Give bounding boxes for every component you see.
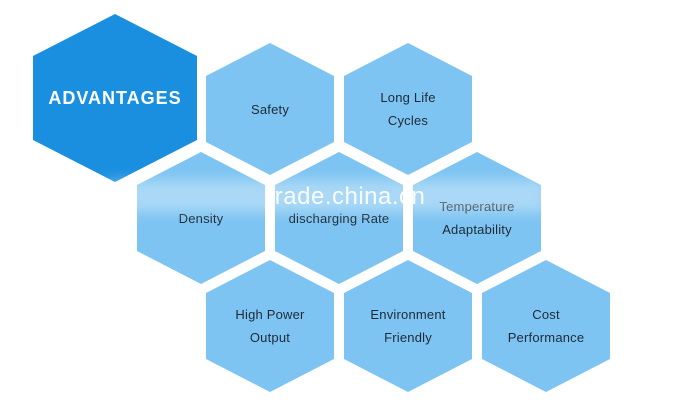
environment-friendly-label: Environment Friendly	[370, 307, 446, 345]
density-hexagon: Density	[137, 152, 265, 284]
temperature-adaptability-hexagon: Temperature Adaptability	[413, 152, 541, 284]
cost-performance-label: Cost Performance	[507, 307, 585, 345]
advantages-hexagon: ADVANTAGES	[33, 14, 197, 182]
discharging-rate-label: discharging Rate	[288, 210, 390, 226]
environment-friendly-hexagon: Environment Friendly	[344, 260, 472, 392]
high-power-output-label: High Power Output	[235, 307, 305, 345]
density-label: Density	[178, 210, 224, 226]
safety-label: Safety	[250, 101, 290, 117]
advantages-title: ADVANTAGES	[48, 87, 182, 108]
discharging-rate-hexagon: discharging Rate	[275, 152, 403, 284]
long-life-cycles-hexagon: Long Life Cycles	[344, 43, 472, 175]
safety-hexagon: Safety	[206, 43, 334, 175]
high-power-output-hexagon: High Power Output	[206, 260, 334, 392]
temperature-adaptability-label: Temperature Adaptability	[439, 199, 515, 237]
cost-performance-hexagon: Cost Performance	[482, 260, 610, 392]
long-life-cycles-label: Long Life Cycles	[380, 90, 436, 128]
